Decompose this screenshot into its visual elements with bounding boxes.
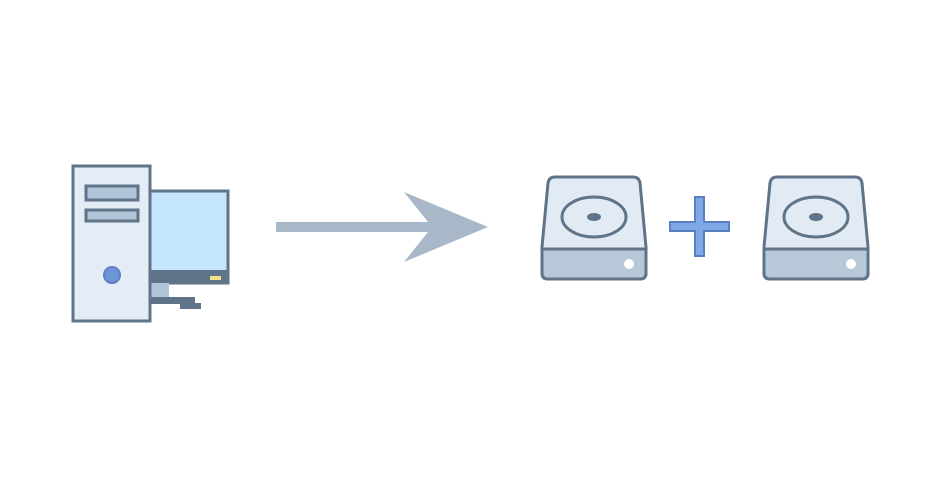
tower-case — [71, 164, 152, 323]
arrow-shaft — [276, 222, 436, 232]
monitor-stand-foot — [180, 303, 201, 309]
drive-bay-1 — [84, 184, 140, 202]
disk-spindle — [809, 213, 823, 221]
arrow-right-icon — [276, 192, 488, 262]
monitor-screen — [147, 189, 230, 285]
desktop-computer-icon — [71, 164, 230, 323]
drive-led — [846, 259, 856, 269]
power-led — [210, 276, 221, 280]
disk-spindle — [587, 213, 601, 221]
plus-icon — [669, 196, 730, 257]
drive-bay-2 — [84, 208, 140, 223]
drive-lower-panel — [540, 247, 648, 281]
monitor-stand — [149, 297, 195, 304]
power-button-icon — [103, 266, 121, 284]
monitor — [147, 189, 230, 309]
hard-drive-icon — [540, 175, 648, 281]
hard-drive-icon — [762, 175, 870, 281]
plus-shape — [669, 196, 730, 257]
arrow-head — [404, 192, 488, 262]
monitor-bezel — [149, 270, 228, 283]
drive-lower-panel — [762, 247, 870, 281]
monitor-neck — [149, 283, 169, 297]
drive-led — [624, 259, 634, 269]
